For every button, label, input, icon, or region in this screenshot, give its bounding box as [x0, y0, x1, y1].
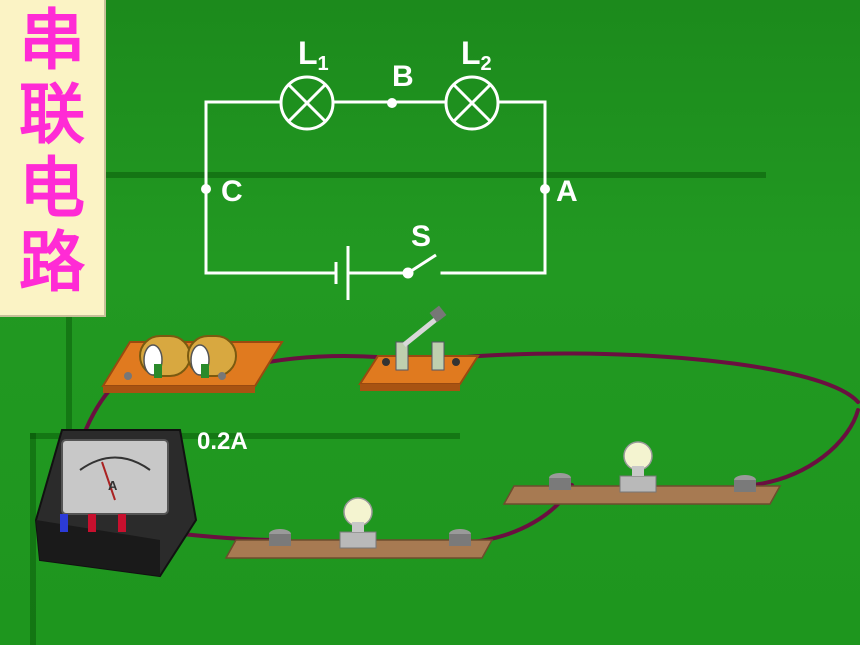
lamp-l1-label: L1	[298, 35, 329, 75]
title-char: 路	[19, 224, 85, 301]
junction-dot-c	[201, 184, 211, 194]
battery-holder	[101, 335, 284, 393]
point-b-label: B	[392, 60, 414, 93]
dark-band	[30, 433, 36, 645]
junction-dot-a	[540, 184, 550, 194]
ammeter	[34, 429, 198, 578]
ammeter-reading: 0.2A	[197, 428, 248, 455]
dark-band	[66, 315, 72, 435]
title-box: 串 联 电 路	[0, 0, 106, 317]
title-char: 联	[19, 76, 85, 153]
lamp-l1-symbol	[279, 75, 335, 131]
battery-symbol	[334, 246, 350, 300]
lamp-board-l2	[502, 441, 782, 505]
lamp-board-l1	[224, 497, 494, 559]
knife-switch	[358, 305, 480, 391]
dark-band	[104, 172, 766, 178]
wire	[743, 408, 860, 488]
switch-label: S	[411, 220, 431, 253]
junction-dot-b	[387, 98, 397, 108]
lamp-l2-label: L2	[461, 35, 492, 75]
point-c-label: C	[221, 175, 243, 208]
title-char: 电	[19, 150, 85, 227]
point-a-label: A	[556, 175, 578, 208]
lamp-l2-symbol	[444, 75, 500, 131]
dark-band	[30, 433, 460, 439]
wire	[453, 351, 860, 404]
ammeter-dial-letter: A	[108, 478, 118, 493]
title-char: 串	[19, 2, 85, 79]
switch-symbol	[402, 253, 437, 279]
